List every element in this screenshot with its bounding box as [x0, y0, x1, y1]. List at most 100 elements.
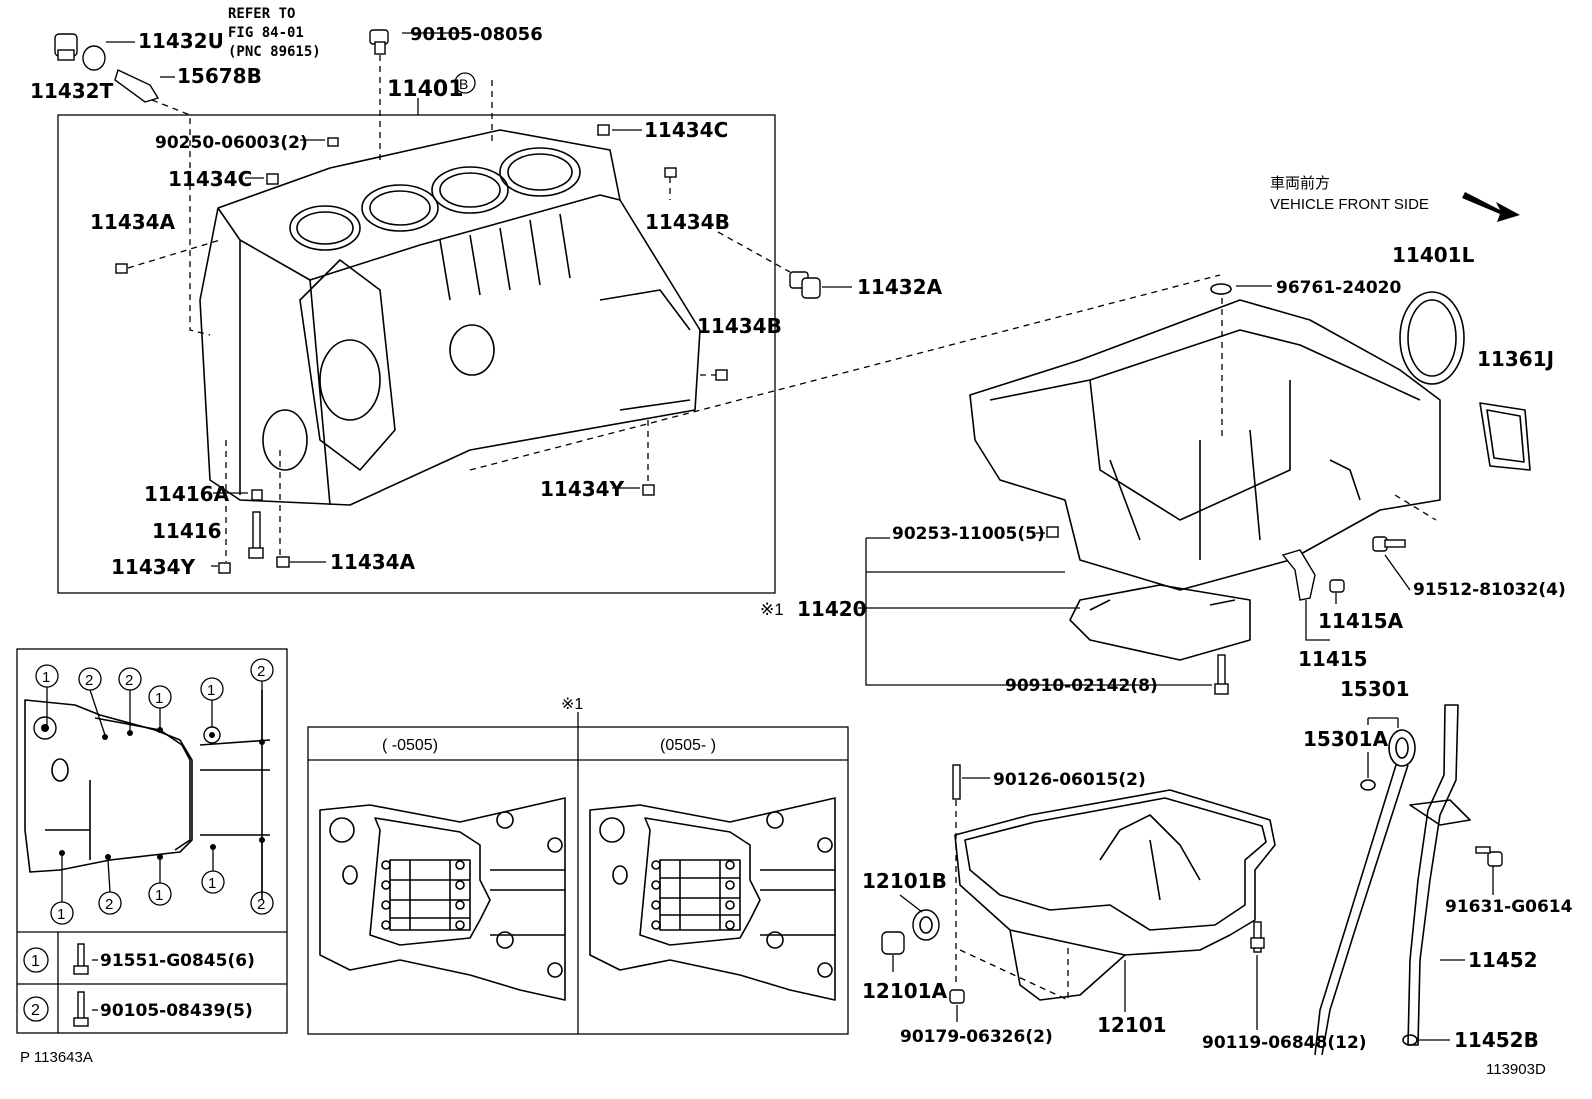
table-part-91551: 91551-G0845(6) — [100, 951, 255, 971]
o-ring-15301A — [1360, 779, 1376, 791]
marker-b-circle — [454, 72, 476, 94]
label-12101A: 12101A — [862, 979, 948, 1003]
label-90126: 90126-06015(2) — [993, 770, 1146, 790]
leaders-crankcase — [858, 285, 1411, 686]
label-11401: 11401 — [387, 77, 464, 102]
label-11416: 11416 — [152, 519, 222, 543]
bolt-icon-90105 — [73, 991, 89, 1027]
label-12101: 12101 — [1097, 1013, 1167, 1037]
svg-text:1: 1 — [42, 669, 50, 686]
bolt-91512 — [1372, 536, 1406, 552]
bolt-90119 — [1250, 921, 1265, 953]
plug-11432T — [54, 33, 78, 61]
sensor-11415 — [1281, 549, 1316, 601]
dashed-guides-block — [127, 55, 1221, 562]
bolt-11416 — [248, 511, 264, 559]
pin-11434B-right — [715, 369, 728, 381]
dipstick-15301 — [1314, 729, 1416, 1056]
variant-header-2: (0505- ) — [660, 737, 716, 754]
nut-90179 — [949, 989, 965, 1004]
label-refer-to: REFER TO — [228, 6, 295, 22]
table-mark-2 — [23, 996, 49, 1022]
plug-12101A — [881, 931, 905, 955]
label-11434B-right: 11434B — [697, 314, 782, 338]
label-11432U: 11432U — [138, 29, 224, 53]
svg-text:1: 1 — [155, 887, 163, 904]
label-15301A: 15301A — [1303, 727, 1389, 751]
gasket-11432U — [82, 45, 106, 71]
crankcase-drawing — [969, 299, 1441, 661]
leaders-block — [106, 32, 852, 567]
label-12101B: 12101B — [862, 869, 947, 893]
label-11434B-top: 11434B — [645, 210, 730, 234]
label-11434Y-right: 11434Y — [540, 477, 625, 501]
label-ref1-mark: ※1 — [760, 600, 784, 619]
o-ring-11452B — [1402, 1034, 1418, 1046]
bolt-layout-drawing — [24, 690, 271, 900]
table-part-90105: 90105-08439(5) — [100, 1001, 253, 1021]
gasket-12101B — [912, 909, 940, 941]
pin-11434Y-left — [218, 562, 231, 574]
label-11361J: 11361J — [1477, 347, 1554, 371]
table-mark-1 — [23, 947, 49, 973]
svg-text:1: 1 — [155, 690, 163, 707]
label-refer-fig: FIG 84-01 — [228, 25, 304, 41]
circled-marks: 1 2 2 1 1 2 1 2 1 1 2 — [35, 658, 274, 925]
label-front-en: VEHICLE FRONT SIDE — [1270, 196, 1429, 213]
label-refer-pnc: (PNC 89615) — [228, 44, 321, 60]
label-11415A: 11415A — [1318, 609, 1404, 633]
svg-text:2: 2 — [125, 672, 133, 689]
label-11416A: 11416A — [144, 482, 230, 506]
pin-11434Y-right — [642, 484, 655, 496]
plug-11432A — [789, 271, 821, 299]
o-ring-96761 — [1210, 283, 1232, 295]
label-11452: 11452 — [1468, 948, 1538, 972]
label-11432T: 11432T — [30, 79, 114, 103]
variant-header-1: ( -0505) — [382, 737, 438, 754]
bolt-layout-frame — [16, 648, 288, 1034]
bolt-90910 — [1214, 654, 1229, 695]
label-91631: 91631-G0614 — [1445, 897, 1573, 917]
leaders-oil-pan — [892, 717, 1494, 1041]
pin-11434A-bottom — [276, 556, 290, 568]
label-11434A-bottom: 11434A — [330, 550, 416, 574]
label-11432A: 11432A — [857, 275, 943, 299]
dashed-guides-oil-pan — [955, 800, 1069, 1002]
label-11401L: 11401L — [1392, 243, 1475, 267]
svg-text:2: 2 — [85, 672, 93, 689]
label-11420: 11420 — [797, 597, 867, 621]
label-90179: 90179-06326(2) — [900, 1027, 1053, 1047]
front-arrow-icon — [1462, 192, 1520, 222]
label-90253: 90253-11005(5) — [892, 524, 1045, 544]
label-11434C-top: 11434C — [644, 118, 728, 142]
plug-11415A — [1329, 579, 1345, 593]
cylinder-block-drawing — [199, 129, 701, 506]
label-90250-06003: 90250-06003(2) — [155, 133, 308, 153]
label-11452B: 11452B — [1454, 1028, 1539, 1052]
pin-90253 — [1046, 526, 1059, 538]
pin-90250 — [327, 137, 339, 147]
pin-11416A — [251, 489, 263, 501]
label-11434Y-left: 11434Y — [111, 555, 196, 579]
stud-90126 — [952, 764, 961, 800]
label-front-jp: 車両前方 — [1270, 175, 1330, 192]
label-90119: 90119-06848(12) — [1202, 1033, 1367, 1053]
sensor-15678B — [114, 69, 160, 103]
svg-text:1: 1 — [208, 875, 216, 892]
label-11434A-left: 11434A — [90, 210, 176, 234]
cover-11361J — [1479, 402, 1531, 471]
svg-text:2: 2 — [257, 663, 265, 680]
label-90910: 90910-02142(8) — [1005, 676, 1158, 696]
cylinder-block-frame — [57, 114, 776, 594]
svg-text:1: 1 — [57, 906, 65, 923]
label-11415: 11415 — [1298, 647, 1368, 671]
bolt-icon-91551 — [73, 943, 89, 975]
label-marker-b: B — [459, 76, 468, 92]
oil-seal-11401L — [1399, 291, 1465, 385]
dashed-guides-crankcase — [1221, 298, 1437, 521]
label-96761: 96761-24020 — [1276, 278, 1402, 298]
pin-11434B-top — [664, 167, 677, 178]
bolt-90105-08056 — [369, 29, 389, 55]
